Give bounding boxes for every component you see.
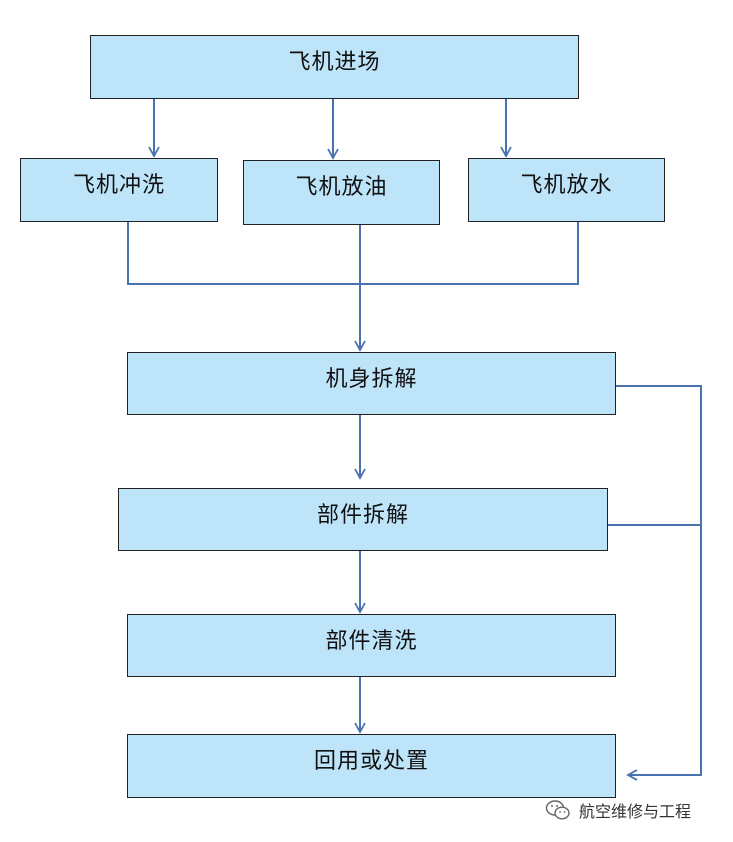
node-fuselage-dismantle: 机身拆解 (127, 352, 616, 415)
node-water-drain: 飞机放水 (468, 158, 665, 222)
node-part-clean-label: 部件清洗 (325, 629, 418, 654)
watermark-label: 航空维修与工程 (579, 802, 692, 821)
node-part-dismantle: 部件拆解 (118, 488, 608, 551)
node-part-dismantle-label: 部件拆解 (316, 503, 409, 528)
node-reuse-or-dispose-label: 回用或处置 (313, 749, 429, 774)
node-water-drain-label: 飞机放水 (520, 173, 613, 198)
wechat-icon (545, 800, 570, 820)
node-aircraft-wash: 飞机冲洗 (20, 158, 218, 222)
bypass-line (616, 385, 702, 781)
node-aircraft-arrival-label: 飞机进场 (288, 50, 381, 75)
node-fuel-drain-label: 飞机放油 (295, 175, 388, 200)
node-aircraft-wash-label: 飞机冲洗 (72, 173, 165, 198)
watermark: 航空维修与工程 (545, 797, 691, 823)
node-fuel-drain: 飞机放油 (243, 160, 440, 225)
merge-line (127, 222, 579, 285)
node-part-clean: 部件清洗 (127, 614, 616, 677)
node-fuselage-dismantle-label: 机身拆解 (325, 367, 418, 392)
node-reuse-or-dispose: 回用或处置 (127, 734, 616, 798)
node-aircraft-arrival: 飞机进场 (90, 35, 579, 99)
